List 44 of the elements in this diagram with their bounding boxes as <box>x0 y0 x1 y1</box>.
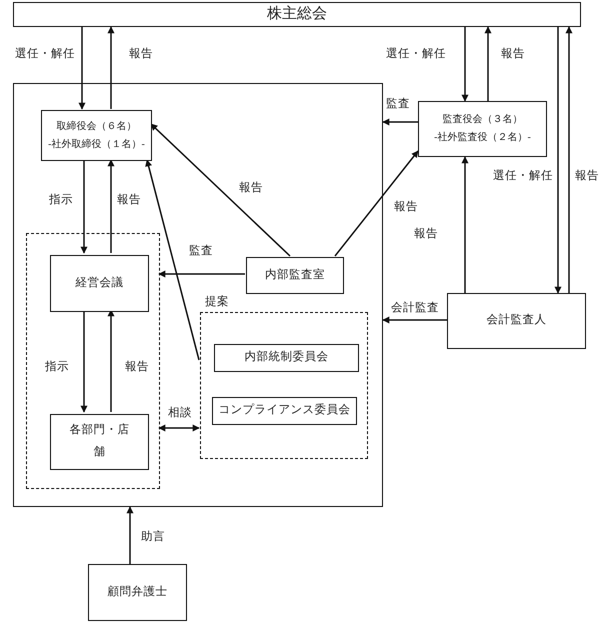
arrow <box>554 27 562 294</box>
arrow <box>334 150 419 256</box>
edge-label: 報告 <box>128 48 154 62</box>
arrow <box>158 270 245 278</box>
arrow <box>566 26 572 293</box>
arrow <box>80 160 88 254</box>
edge-label: 報告 <box>393 201 419 215</box>
edge-label: 会計監査 <box>390 302 440 316</box>
process-box: 内部監査室 <box>246 257 344 294</box>
process-box: 取締役会（６名） -社外取締役（１名）- <box>41 110 152 161</box>
edge-label: 報告 <box>124 361 150 375</box>
arrow <box>145 159 200 360</box>
arrow <box>150 123 291 257</box>
arrow <box>158 424 200 432</box>
edge-label: 報告 <box>500 48 526 62</box>
edge-label: 指示 <box>48 194 74 208</box>
edge-label: 報告 <box>574 170 600 184</box>
arrow <box>382 316 447 324</box>
arrow <box>462 156 468 293</box>
edge-label: 相談 <box>167 407 193 421</box>
edge-label: 報告 <box>116 194 142 208</box>
process-box: 各部門・店舗 <box>50 414 149 470</box>
arrow <box>484 26 492 101</box>
arrow <box>108 159 114 253</box>
company-frame <box>13 83 383 507</box>
arrow <box>126 506 134 564</box>
process-box: 監査役会（３名） -社外監査役（２名）- <box>418 101 547 157</box>
arrow <box>78 27 86 110</box>
dashed-group-box <box>26 233 160 489</box>
edge-label: 報告 <box>413 228 439 242</box>
process-box: 経営会議 <box>50 255 149 312</box>
dashed-group-box <box>200 312 368 459</box>
edge-label: 報告 <box>238 182 264 196</box>
process-box: 会計監査人 <box>447 293 586 349</box>
edge-label: 提案 <box>204 296 230 310</box>
process-box: コンプライアンス委員会 <box>212 397 357 425</box>
arrow <box>382 118 418 126</box>
edge-label: 指示 <box>44 361 70 375</box>
process-box: 内部統制委員会 <box>214 344 359 372</box>
arrow <box>80 310 88 413</box>
arrow <box>462 27 468 102</box>
arrow <box>108 26 114 109</box>
process-box: 株主総会 <box>13 2 581 27</box>
process-box: 顧問弁護士 <box>88 564 187 621</box>
